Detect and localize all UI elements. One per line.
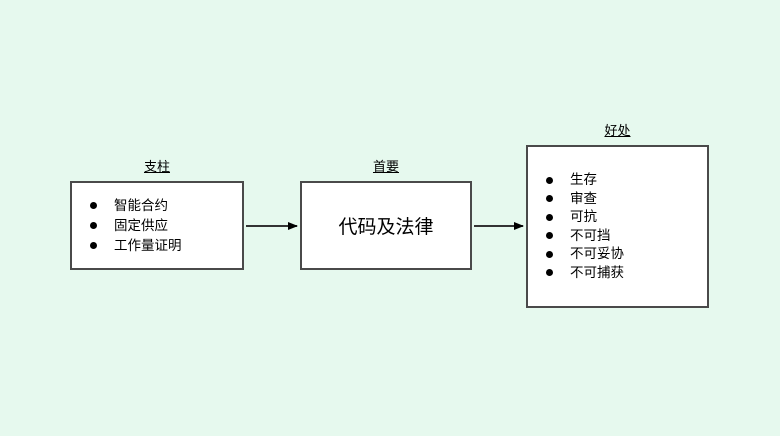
benefits-node-box: 生存 审查 可抗 不可挡 不可妥协 不可捕获 xyxy=(526,145,709,308)
list-item: 智能合约 xyxy=(90,196,182,216)
pillars-bullet-list: 智能合约 固定供应 工作量证明 xyxy=(90,196,182,256)
list-item: 生存 xyxy=(546,171,624,190)
primary-node-box: 代码及法律 xyxy=(300,181,472,270)
pillars-node-box: 智能合约 固定供应 工作量证明 xyxy=(70,181,244,270)
list-item: 可抗 xyxy=(546,208,624,227)
list-item: 不可捕获 xyxy=(546,264,624,283)
list-item: 固定供应 xyxy=(90,216,182,236)
benefits-node-title: 好处 xyxy=(604,123,631,138)
list-item: 不可挡 xyxy=(546,227,624,246)
primary-node-title: 首要 xyxy=(372,159,399,174)
list-item: 审查 xyxy=(546,190,624,209)
primary-node-text: 代码及法律 xyxy=(338,217,434,238)
list-item: 不可妥协 xyxy=(546,245,624,264)
benefits-bullet-list: 生存 审查 可抗 不可挡 不可妥协 不可捕获 xyxy=(546,171,624,282)
list-item: 工作量证明 xyxy=(90,236,182,256)
pillars-node-title: 支柱 xyxy=(143,159,170,174)
